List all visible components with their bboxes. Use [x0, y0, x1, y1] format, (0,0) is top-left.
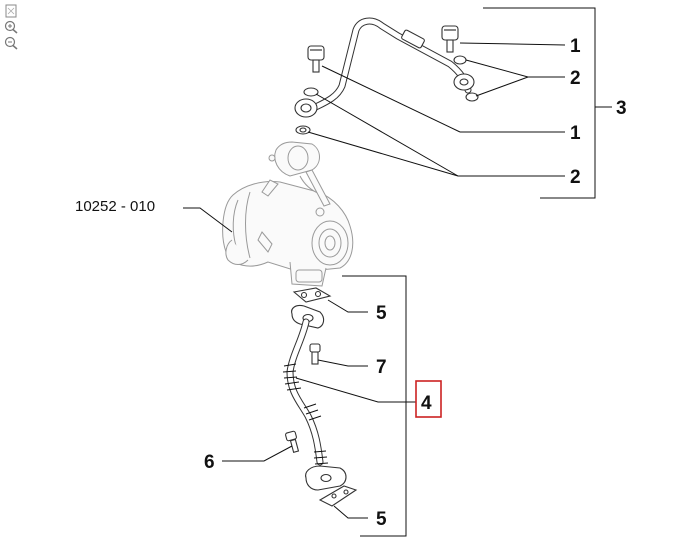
bracket-item-4	[342, 275, 407, 537]
callout-5-upper[interactable]: 5	[376, 303, 387, 324]
callout-4[interactable]: 4	[421, 393, 432, 414]
callout-3[interactable]: 3	[616, 98, 627, 119]
callout-1-lower[interactable]: 1	[570, 123, 581, 144]
callout-6[interactable]: 6	[204, 452, 215, 473]
turbocharger	[222, 141, 354, 287]
callout-2-lower[interactable]: 2	[570, 167, 581, 188]
callout-1-upper[interactable]: 1	[570, 36, 581, 57]
callout-5-lower[interactable]: 5	[376, 509, 387, 530]
oil-feed-pipe	[294, 17, 475, 118]
callout-2-upper[interactable]: 2	[570, 68, 581, 89]
zoom-toolbar	[3, 3, 19, 51]
banjo-bolt-lower	[307, 45, 325, 73]
callout-7[interactable]: 7	[376, 357, 387, 378]
sealing-washer-upper-a	[453, 55, 467, 65]
fit-page-icon[interactable]	[5, 4, 17, 18]
sealing-washer-upper-b	[465, 92, 479, 102]
oil-return-pipe	[282, 287, 358, 507]
bolt-seven	[309, 343, 321, 365]
banjo-bolt-upper	[441, 25, 459, 53]
zoom-in-icon[interactable]	[4, 20, 18, 34]
assembly-reference-label: 10252 - 010	[75, 198, 155, 215]
zoom-out-icon[interactable]	[4, 36, 18, 50]
callout-highlight-box	[415, 380, 442, 418]
bolt-six	[285, 430, 300, 453]
bracket-item-3	[483, 7, 596, 199]
sealing-washer-lower-a	[303, 87, 319, 97]
sealing-washer-lower-b	[295, 125, 311, 135]
